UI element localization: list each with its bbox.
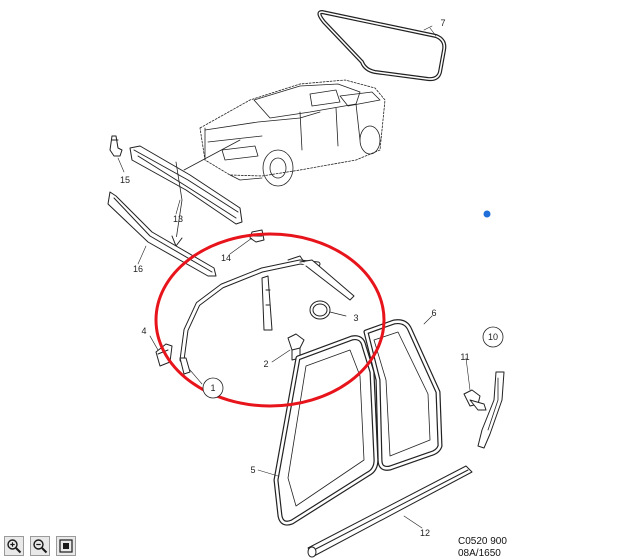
zoom-out-icon (33, 539, 48, 554)
marker-dot (483, 210, 491, 218)
part-15-clip (109, 135, 123, 157)
callout-3[interactable]: 3 (353, 313, 358, 323)
car-illustration (199, 79, 386, 187)
part-3-grommet (309, 300, 347, 320)
callout-16[interactable]: 16 (133, 264, 143, 274)
part-11-fastener (463, 389, 487, 411)
callout-circle-10 (482, 326, 504, 348)
callout-13[interactable]: 13 (173, 214, 183, 224)
drawing-code: C0520 900 08A/1650 (458, 536, 507, 560)
part-6-rear-door-seal (363, 319, 443, 471)
callout-5[interactable]: 5 (250, 465, 255, 475)
drawing-code-line-2: 08A/1650 (458, 548, 501, 559)
callout-1[interactable]: 1 (210, 383, 215, 393)
callout-12[interactable]: 12 (420, 528, 430, 538)
highlight-ring (154, 232, 386, 408)
callout-circle-1 (202, 377, 224, 399)
zoom-toolbar (4, 536, 76, 556)
part-10-seal-piece (477, 371, 505, 449)
part-5-front-door-seal (273, 335, 379, 526)
callout-4[interactable]: 4 (141, 326, 146, 336)
leader-lines (117, 25, 471, 529)
zoom-in-icon (7, 539, 22, 554)
callout-11[interactable]: 11 (460, 352, 469, 362)
fit-page-button[interactable] (56, 536, 76, 556)
zoom-out-button[interactable] (30, 536, 50, 556)
callout-2[interactable]: 2 (263, 359, 268, 369)
part-13-moulding (129, 139, 243, 247)
part-12-sill-strip (307, 465, 473, 558)
callout-10[interactable]: 10 (488, 332, 498, 342)
callout-7[interactable]: 7 (440, 18, 445, 28)
callout-6[interactable]: 6 (431, 308, 436, 318)
drawing-code-line-1: C0520 900 (458, 536, 507, 547)
fit-page-icon (59, 539, 73, 553)
part-16-strip (107, 191, 217, 277)
part-7-hatch-seal (317, 10, 447, 82)
part-1-window-channel (179, 255, 355, 375)
callout-15[interactable]: 15 (120, 175, 130, 185)
zoom-in-button[interactable] (4, 536, 24, 556)
callout-14[interactable]: 14 (221, 253, 231, 263)
